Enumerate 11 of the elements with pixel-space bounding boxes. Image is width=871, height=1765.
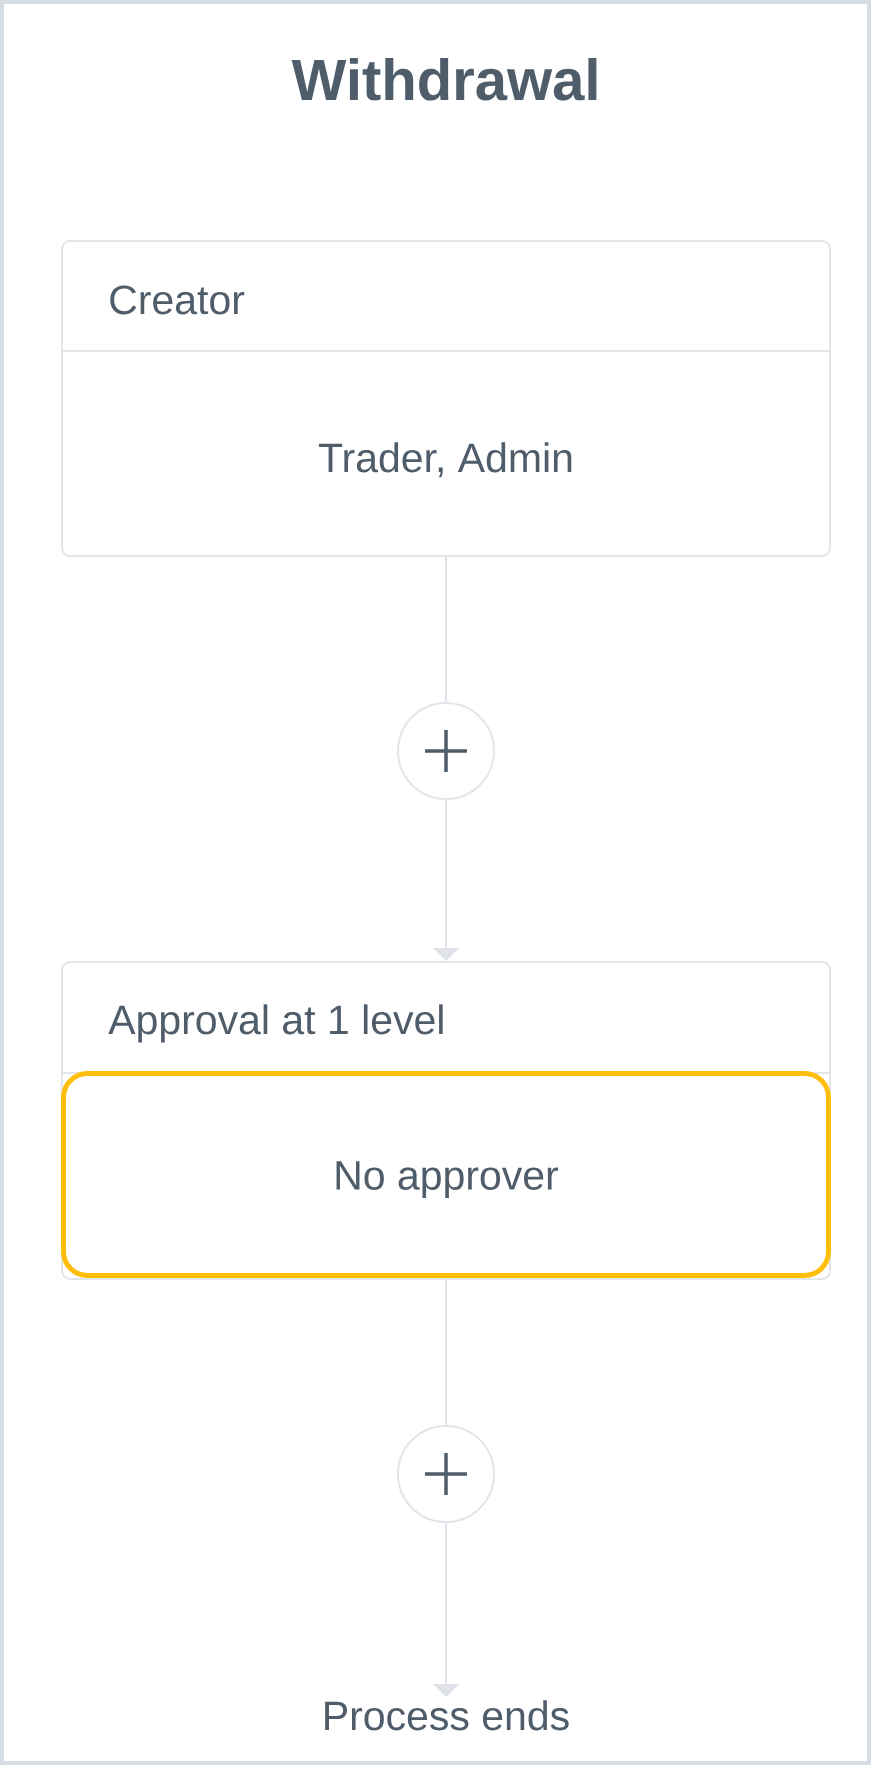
connector-line (445, 1279, 447, 1426)
add-button (397, 1425, 495, 1523)
card (61, 240, 831, 557)
add-button (397, 702, 495, 800)
end-label: Process ends (325, 1700, 569, 1731)
title: Withdrawal (291, 58, 597, 101)
card-heading: Approval at 1 level (108, 1004, 443, 1043)
connector-line (445, 556, 447, 703)
highlight-box: No approver (61, 1071, 831, 1278)
card-heading: Creator (110, 285, 245, 315)
card-text: Trader, Admin (318, 442, 572, 478)
